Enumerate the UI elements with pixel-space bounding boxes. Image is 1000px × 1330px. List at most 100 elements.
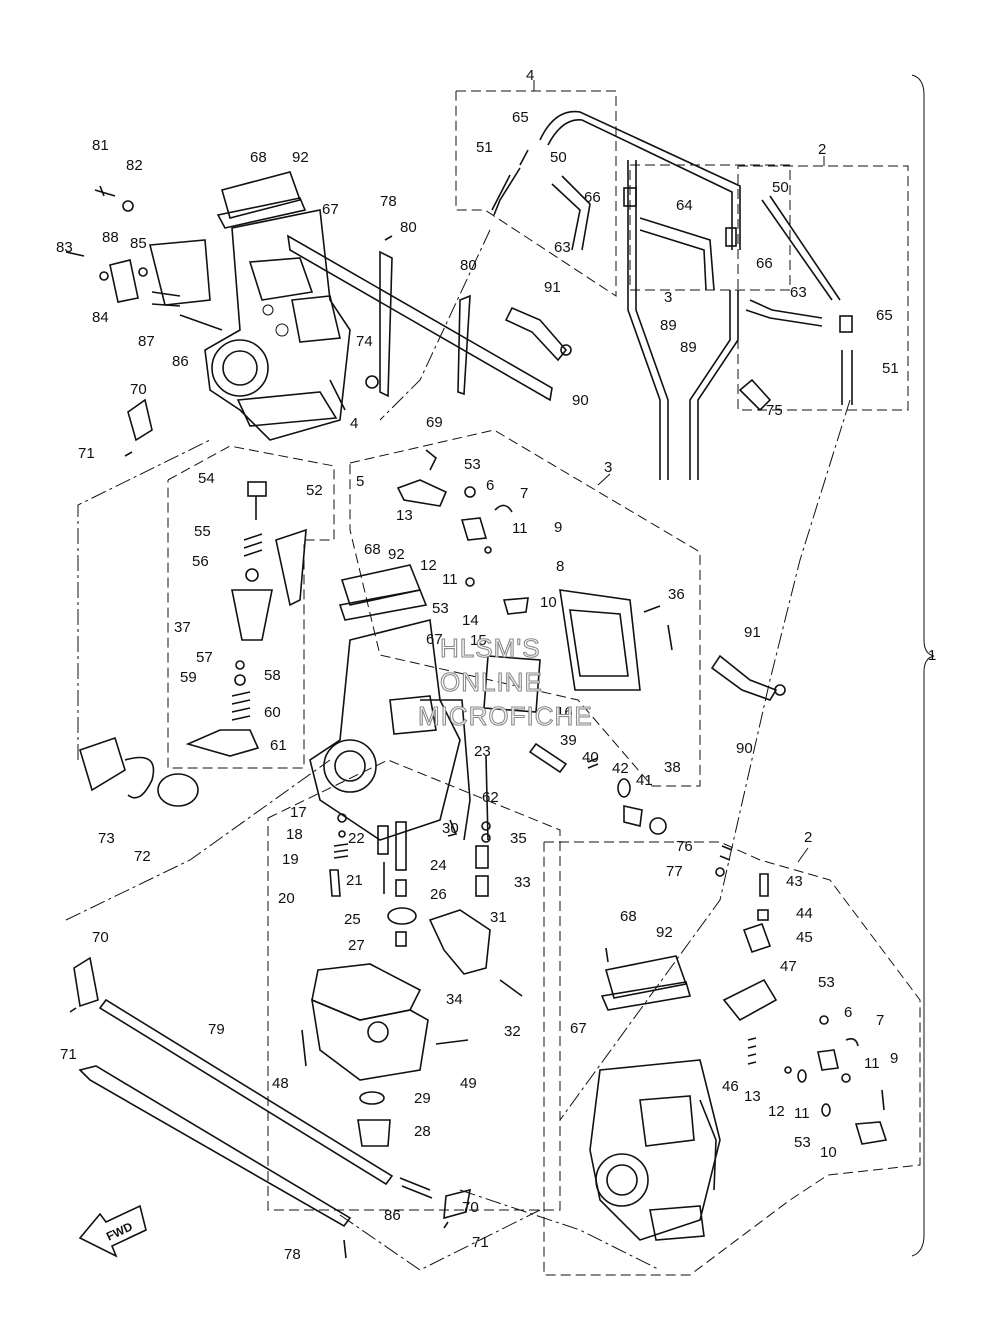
callout-69: 69 [426, 414, 443, 431]
callout-92: 92 [388, 546, 405, 563]
callout-45: 45 [796, 929, 813, 946]
callout-18: 18 [286, 826, 303, 843]
callout-66: 66 [584, 189, 601, 206]
callout-26: 26 [430, 886, 447, 903]
callout-90: 90 [736, 740, 753, 757]
callout-9: 9 [890, 1050, 898, 1067]
callout-51: 51 [476, 139, 493, 156]
callout-50: 50 [772, 179, 789, 196]
carburetor-center [309, 564, 471, 841]
callout-57: 57 [196, 649, 213, 666]
callout-71: 71 [78, 445, 95, 462]
callout-85: 85 [130, 235, 147, 252]
callout-14: 14 [462, 612, 479, 629]
connector-line [459, 1189, 661, 1271]
callout-38: 38 [664, 759, 681, 776]
callout-7: 7 [876, 1012, 884, 1029]
fwd-arrow-icon: FWD [78, 1204, 147, 1258]
callout-2: 2 [804, 829, 812, 846]
callout-39: 39 [560, 732, 577, 749]
callout-87: 87 [138, 333, 155, 350]
callout-54: 54 [198, 470, 215, 487]
callout-29: 29 [414, 1090, 431, 1107]
callout-12: 12 [420, 557, 437, 574]
callout-81: 81 [92, 137, 109, 154]
callout-1: 1 [928, 647, 936, 664]
callout-15: 15 [470, 632, 487, 649]
callout-6: 6 [486, 477, 494, 494]
linkage-rods-top [286, 234, 553, 402]
callout-11: 11 [442, 571, 458, 588]
callout-13: 13 [396, 507, 413, 524]
callout-16: 16 [556, 704, 573, 721]
callout-91: 91 [544, 279, 561, 296]
callout-10: 10 [820, 1144, 837, 1161]
callout-68: 68 [364, 541, 381, 558]
callout-41: 41 [636, 772, 653, 789]
callout-8: 8 [556, 558, 564, 575]
group-4-outline [455, 90, 617, 297]
callout-49: 49 [460, 1075, 477, 1092]
callout-60: 60 [264, 704, 281, 721]
callout-34: 34 [446, 991, 463, 1008]
group-3-top-outline [629, 164, 791, 291]
callout-11: 11 [512, 520, 528, 537]
callout-22: 22 [348, 830, 365, 847]
callout-70: 70 [130, 381, 147, 398]
small-parts-top-left [65, 185, 223, 457]
callout-37: 37 [174, 619, 191, 636]
callout-66: 66 [756, 255, 773, 272]
callout-70: 70 [462, 1199, 479, 1216]
float-bowl [301, 963, 469, 1147]
callout-30: 30 [442, 820, 459, 837]
callout-90: 90 [572, 392, 589, 409]
group-3-main-outline [349, 429, 701, 787]
carburetor-bottom-right [589, 955, 721, 1241]
group-2-bottom-leader [797, 847, 809, 863]
callout-65: 65 [512, 109, 529, 126]
callout-21: 21 [346, 872, 363, 889]
callout-27: 27 [348, 937, 365, 954]
callout-55: 55 [194, 523, 211, 540]
small-parts-bottom-right [605, 845, 888, 1145]
callout-89: 89 [680, 339, 697, 356]
callout-91: 91 [744, 624, 761, 641]
callout-11: 11 [864, 1055, 880, 1072]
choke-parts-center [396, 449, 786, 713]
throttle-parts-left [79, 481, 307, 807]
callout-4: 4 [350, 415, 358, 432]
callout-64: 64 [676, 197, 693, 214]
callout-58: 58 [264, 667, 281, 684]
connector-line [379, 229, 491, 421]
callout-72: 72 [134, 848, 151, 865]
callout-23: 23 [474, 743, 491, 760]
connector-line [339, 1209, 541, 1271]
watermark-line-3: MICROFICHE [418, 701, 593, 731]
callout-62: 62 [482, 789, 499, 806]
callout-53: 53 [818, 974, 835, 991]
callout-9: 9 [554, 519, 562, 536]
callout-32: 32 [504, 1023, 521, 1040]
callout-10: 10 [540, 594, 557, 611]
callout-67: 67 [322, 201, 339, 218]
callout-43: 43 [786, 873, 803, 890]
callout-36: 36 [668, 586, 685, 603]
carburetor-top-left [204, 171, 351, 441]
callout-50: 50 [550, 149, 567, 166]
callout-35: 35 [510, 830, 527, 847]
callout-74: 74 [356, 333, 373, 350]
callout-52: 52 [306, 482, 323, 499]
group-lower-center-outline [267, 759, 561, 1211]
callout-24: 24 [430, 857, 447, 874]
callout-48: 48 [272, 1075, 289, 1092]
callout-80: 80 [460, 257, 477, 274]
callout-78: 78 [380, 193, 397, 210]
callout-68: 68 [620, 908, 637, 925]
connector-line [65, 759, 331, 921]
callout-3: 3 [664, 289, 672, 306]
callout-4: 4 [526, 67, 534, 84]
callout-86: 86 [384, 1207, 401, 1224]
callout-53: 53 [464, 456, 481, 473]
